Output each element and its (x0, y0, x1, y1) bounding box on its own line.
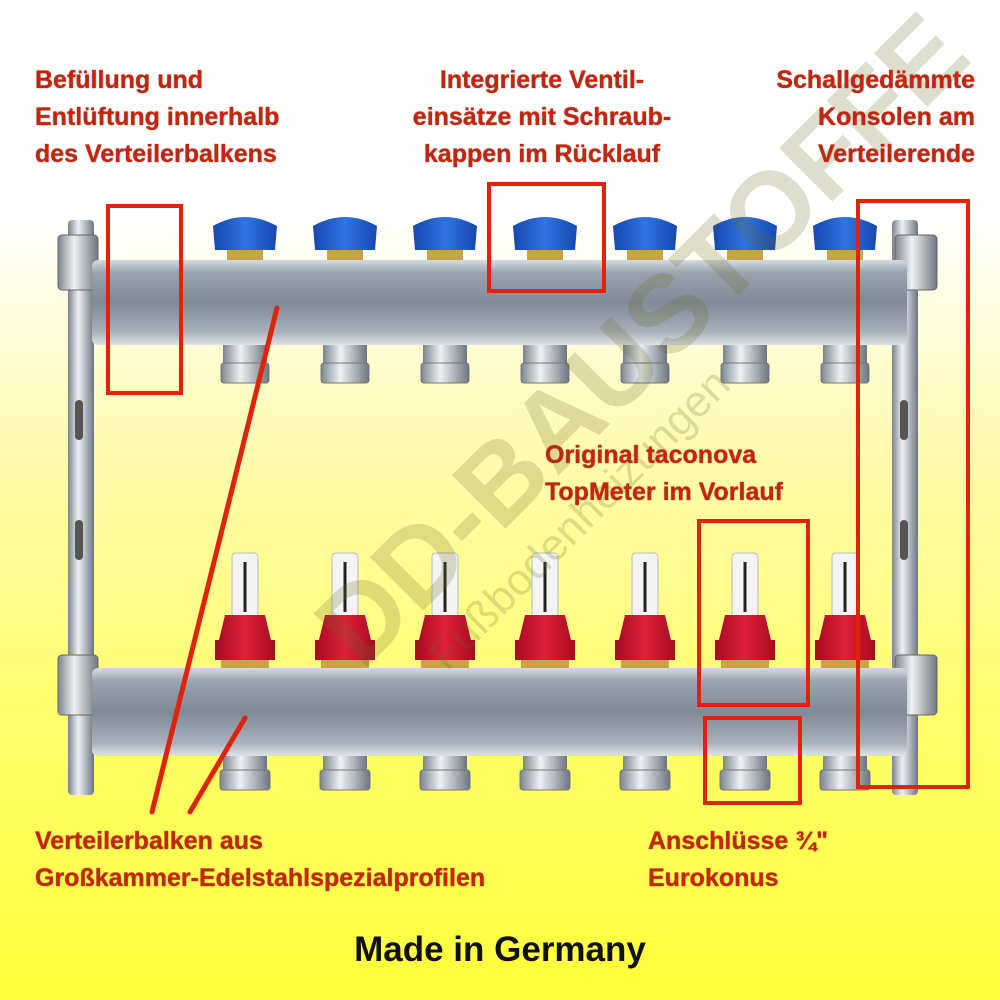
label-line: einsätze mit Schraub- (412, 103, 672, 131)
box-valve (487, 182, 606, 293)
label-profile: Verteilerbalken aus Großkammer-Edelstahl… (35, 823, 485, 897)
label-line: Großkammer-Edelstahlspezialprofilen (35, 864, 486, 892)
label-topmeter: Original taconova TopMeter im Vorlauf (545, 437, 783, 511)
blue-valve-cap[interactable] (213, 217, 277, 262)
blue-valve-cap[interactable] (313, 217, 377, 262)
label-line: Anschlüsse ¾" (648, 827, 828, 855)
topmeter-flowmeter[interactable] (315, 552, 375, 669)
supply-bar (92, 668, 907, 756)
return-fitting (720, 345, 770, 384)
label-line: Verteilerbalken aus (35, 827, 263, 855)
blue-valve-cap[interactable] (613, 217, 677, 262)
left-bracket (57, 220, 99, 795)
label-line: Verteilerende (817, 140, 975, 168)
label-line: Befüllung und (35, 66, 204, 94)
label-valve-inserts: Integrierte Ventil- einsätze mit Schraub… (372, 62, 712, 173)
return-fitting (820, 345, 870, 384)
label-connections: Anschlüsse ¾" Eurokonus (648, 823, 828, 897)
box-connection (703, 716, 802, 805)
supply-fitting (219, 756, 271, 791)
label-line: Eurokonus (648, 864, 779, 892)
return-fitting (420, 345, 470, 384)
return-fitting (520, 345, 570, 384)
return-fitting (220, 345, 270, 384)
topmeter-flowmeter[interactable] (415, 552, 475, 669)
supply-fitting (519, 756, 571, 791)
made-in-germany: Made in Germany (354, 930, 646, 969)
label-line: des Verteilerbalkens (35, 140, 277, 168)
box-topmeter (697, 519, 810, 707)
supply-fitting (719, 756, 771, 791)
blue-valve-cap[interactable] (813, 217, 877, 262)
label-filling: Befüllung und Entlüftung innerhalb des V… (35, 62, 279, 173)
pointer-line-1 (149, 305, 280, 815)
supply-fitting (619, 756, 671, 791)
label-line: Konsolen am (818, 103, 975, 131)
topmeter-flowmeter[interactable] (815, 552, 875, 669)
label-line: Original taconova (545, 441, 757, 469)
supply-fitting (819, 756, 871, 791)
label-line: Integrierte Ventil- (439, 66, 645, 94)
label-consoles: Schallgedämmte Konsolen am Verteilerende (776, 62, 975, 173)
label-line: kappen im Rücklauf (423, 140, 661, 168)
box-filling (106, 204, 183, 395)
supply-fitting (419, 756, 471, 791)
return-fitting (320, 345, 370, 384)
blue-valve-cap[interactable] (513, 217, 577, 262)
topmeter-flowmeter[interactable] (515, 552, 575, 669)
topmeter-flowmeter[interactable] (215, 552, 275, 669)
box-console (856, 199, 970, 789)
label-line: Schallgedämmte (776, 66, 975, 94)
label-line: TopMeter im Vorlauf (545, 478, 783, 506)
topmeter-flowmeter[interactable] (715, 552, 775, 669)
topmeter-flowmeter[interactable] (615, 552, 675, 669)
pointer-line-2 (187, 715, 248, 815)
return-caps (213, 217, 877, 262)
return-bar (92, 260, 907, 345)
label-line: Entlüftung innerhalb (35, 103, 280, 131)
supply-fitting (319, 756, 371, 791)
blue-valve-cap[interactable] (713, 217, 777, 262)
return-fitting (620, 345, 670, 384)
blue-valve-cap[interactable] (413, 217, 477, 262)
annotation-boxes (106, 182, 970, 815)
